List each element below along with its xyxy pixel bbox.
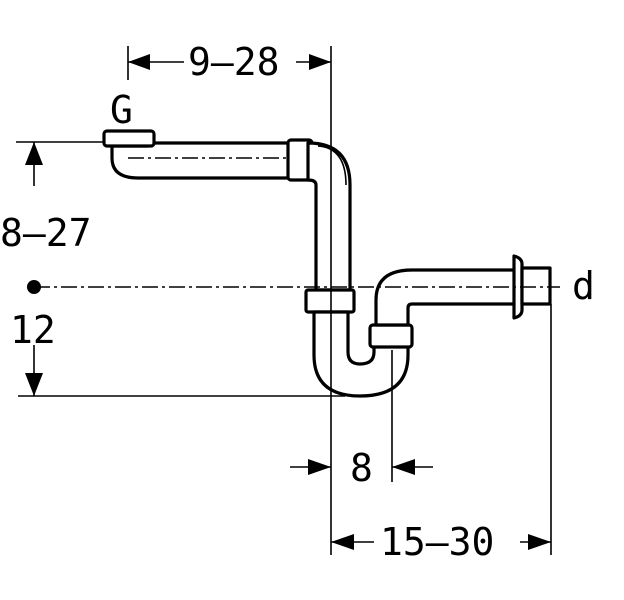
labels: 9–28 G 8–27 12 d 8 15–30 <box>0 40 595 564</box>
label-outlet-d: d <box>572 264 595 308</box>
outlet-arm <box>374 254 552 327</box>
label-connection-g: G <box>110 88 133 132</box>
centerline-dot <box>27 280 41 294</box>
trap-bend <box>312 310 414 398</box>
inlet-tailpiece <box>102 129 314 182</box>
label-seal-height: 12 <box>10 308 56 352</box>
pipe-assembly <box>102 129 552 398</box>
label-trap-spacing: 8 <box>350 446 373 490</box>
label-inlet-offset: 9–28 <box>188 40 280 84</box>
vertical-pipe <box>304 141 356 314</box>
label-inlet-height: 8–27 <box>0 211 92 255</box>
dimension-lines <box>16 46 560 555</box>
label-outlet-reach: 15–30 <box>380 520 494 564</box>
